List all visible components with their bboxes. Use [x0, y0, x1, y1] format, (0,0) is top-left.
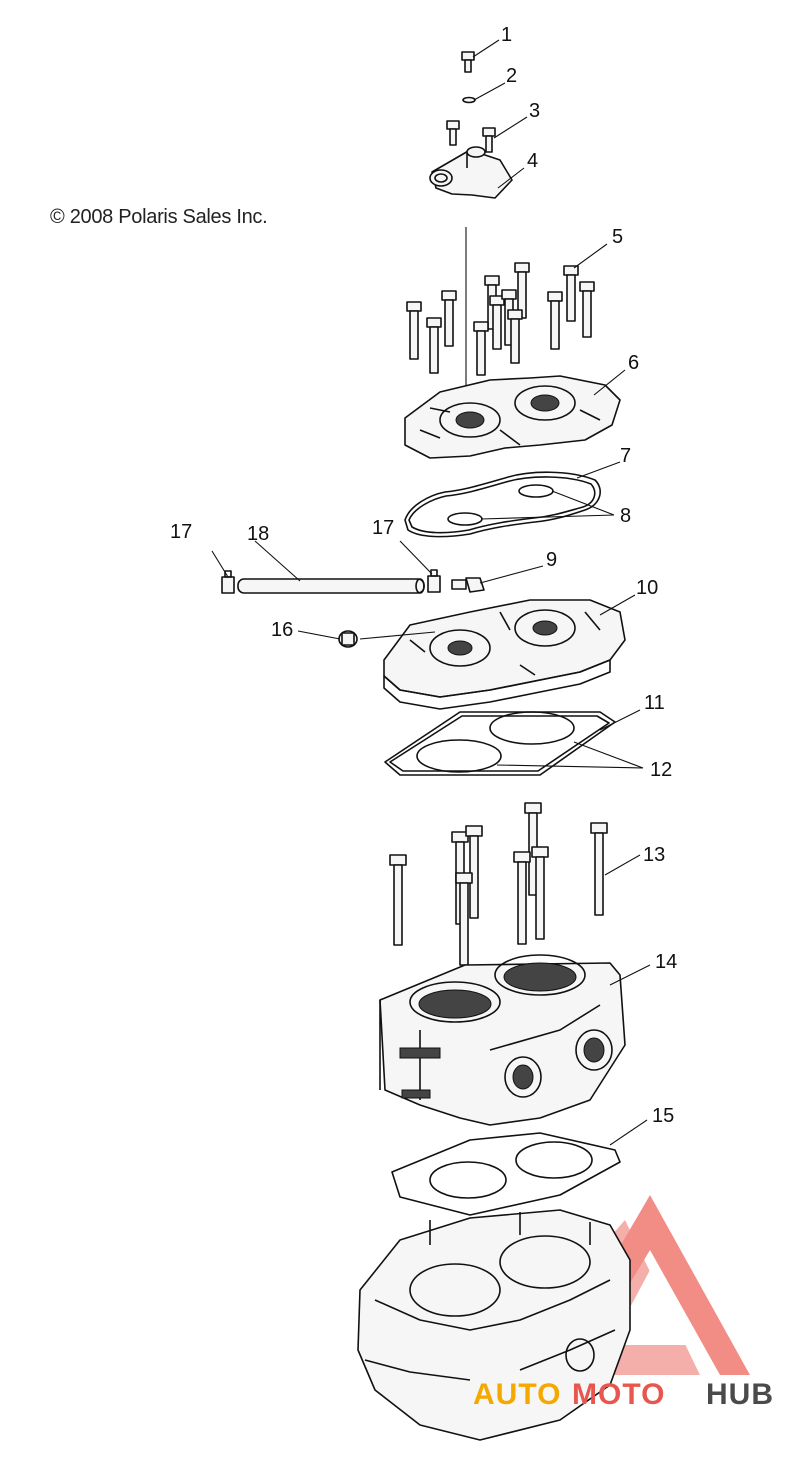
part-orings-12 — [416, 711, 575, 773]
part-head-bolts-5 — [406, 262, 595, 376]
watermark-hub: HUB — [706, 1378, 774, 1411]
part-bolts-3 — [446, 120, 496, 153]
callout-6: 6 — [628, 352, 639, 374]
callout-11: 11 — [644, 692, 665, 714]
part-cylinder-bolts-13 — [389, 802, 608, 966]
callout-2: 2 — [506, 65, 517, 87]
callout-16: 16 — [271, 619, 293, 641]
callout-4: 4 — [527, 150, 538, 172]
callout-1: 1 — [501, 24, 512, 46]
callout-15: 15 — [652, 1105, 674, 1127]
callout-3: 3 — [529, 100, 540, 122]
callout-9: 9 — [546, 549, 557, 571]
callout-5: 5 — [612, 226, 623, 248]
leader-lines — [211, 39, 651, 1146]
part-crankcase — [357, 1209, 631, 1441]
callout-labels: 1 2 3 4 5 6 7 8 9 10 11 12 13 14 15 16 1… — [170, 24, 677, 1127]
part-cylinder-14 — [379, 954, 626, 1126]
watermark-moto: MOTO — [572, 1378, 665, 1411]
part-head-cover-6 — [404, 375, 621, 459]
watermark-text: AUTO MOTO HUB — [473, 1378, 774, 1411]
callout-14: 14 — [655, 951, 677, 973]
part-orings-8 — [447, 484, 554, 526]
watermark-auto: AUTO — [473, 1378, 561, 1411]
copyright-notice: © 2008 Polaris Sales Inc. — [50, 206, 268, 228]
part-bolt-1 — [461, 51, 475, 73]
callout-17-right: 17 — [372, 517, 394, 539]
part-clamp-17-left — [221, 570, 235, 594]
callout-12: 12 — [650, 759, 672, 781]
callout-18: 18 — [247, 523, 269, 545]
callout-8: 8 — [620, 505, 631, 527]
part-base-gasket-15 — [391, 1132, 621, 1216]
callout-13: 13 — [643, 844, 665, 866]
part-clamp-17-right — [427, 569, 441, 593]
callout-17-left: 17 — [170, 521, 192, 543]
part-plug-16 — [338, 630, 358, 648]
part-hose-18 — [237, 578, 425, 594]
part-water-outlet-4 — [429, 146, 513, 199]
callout-10: 10 — [636, 577, 658, 599]
part-fitting-9 — [451, 577, 485, 593]
part-cylinder-head-10 — [383, 599, 626, 710]
part-gasket-7 — [404, 471, 601, 538]
callout-7: 7 — [620, 445, 631, 467]
part-washer-2 — [462, 96, 476, 104]
